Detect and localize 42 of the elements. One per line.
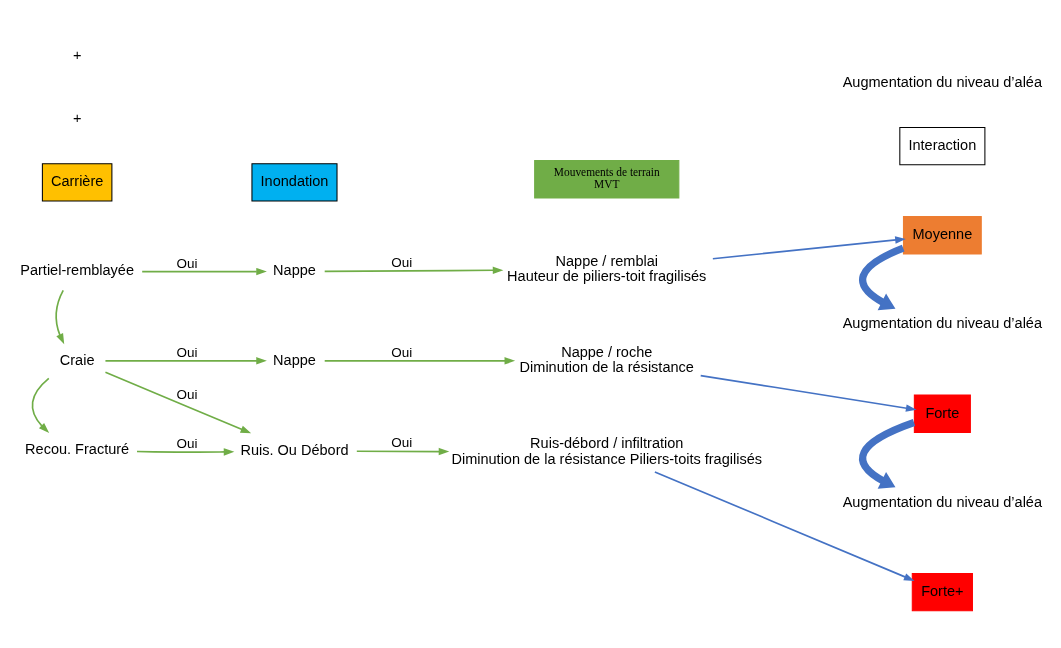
- node-text: Nappe: [273, 351, 316, 368]
- edge-label: Oui: [391, 254, 413, 270]
- arrow: [323, 357, 516, 365]
- node-box: Interaction: [899, 126, 986, 166]
- arrow: [859, 419, 916, 489]
- node-box: Forte+: [911, 573, 973, 612]
- node-box: Inondation: [251, 163, 338, 202]
- arrow: [654, 471, 915, 581]
- node-box: Mouvements de terrain MVT: [534, 160, 680, 199]
- label: +: [72, 109, 82, 126]
- arrow: [31, 377, 50, 433]
- node-text: Nappe / remblai Hauteur de piliers-toit fragilisés: [507, 252, 707, 285]
- arrow: [104, 371, 252, 434]
- arrow: [55, 289, 65, 345]
- arrow: [699, 374, 917, 412]
- label: Augmentation du niveau d’aléa: [842, 73, 1043, 90]
- edge-label: Oui: [176, 345, 198, 361]
- edge-label: Oui: [176, 255, 198, 271]
- node-text: Augmentation du niveau d’aléa: [842, 315, 1043, 332]
- edge-label: Oui: [391, 345, 413, 361]
- node-text: Recou. Fracturé: [25, 440, 130, 457]
- node-text: Nappe: [273, 262, 316, 279]
- edge-label: Oui: [176, 436, 198, 452]
- arrow: [859, 244, 905, 311]
- label: +: [72, 46, 82, 63]
- node-box: Moyenne: [902, 216, 982, 255]
- node-text: Ruis. Ou Débord: [240, 441, 349, 458]
- edge-label: Oui: [391, 435, 413, 451]
- node-text: Augmentation du niveau d’aléa: [842, 493, 1043, 510]
- arrow: [104, 357, 267, 365]
- arrow: [141, 267, 267, 276]
- arrow: [712, 236, 906, 260]
- node-text: Partiel-remblayée: [20, 262, 135, 279]
- arrow: [323, 266, 504, 274]
- arrow: [355, 447, 450, 456]
- arrow: [136, 448, 235, 456]
- node-text: Craie: [59, 351, 95, 368]
- node-text: Nappe / roche Diminution de la résistance: [519, 343, 694, 376]
- node-box: Forte: [913, 394, 971, 433]
- edge-label: Oui: [176, 386, 198, 402]
- node-box: Carrière: [41, 163, 113, 202]
- node-text: Ruis-débord / infiltration Diminution de la résistance Piliers-toits fragilisés: [451, 435, 763, 467]
